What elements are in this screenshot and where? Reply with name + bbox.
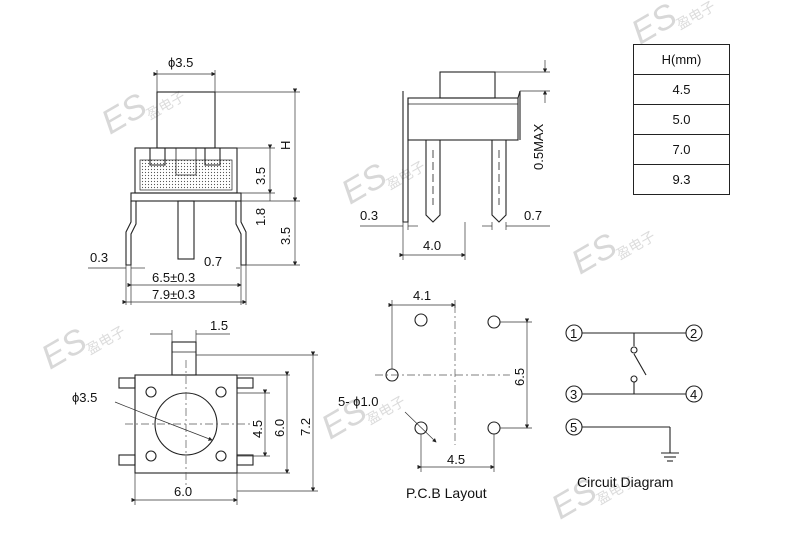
- pcb-top-dim-label: 4.1: [413, 288, 431, 303]
- front-cap: [439, 71, 496, 99]
- top-overall-label: 7.2: [298, 418, 313, 436]
- pin-4-label: 4: [690, 387, 697, 402]
- side-overall-label: 7.9±0.3: [152, 287, 195, 302]
- pcb-bottom-dim-label: 4.5: [447, 452, 465, 467]
- pin-1-circle: [565, 324, 583, 342]
- pcb-layout-title: P.C.B Layout: [406, 485, 487, 501]
- pcb-hole-label: 5- ϕ1.0: [338, 394, 379, 409]
- watermark-chars: 盈电子: [384, 158, 428, 193]
- top-stem-label: 1.5: [210, 318, 228, 333]
- watermark-chars: 盈电子: [674, 0, 718, 33]
- pin-5-circle: [565, 418, 583, 436]
- height-table-cell: 7.0: [633, 134, 730, 165]
- side-base-label: 1.8: [253, 208, 268, 226]
- side-lead-left-label: 0.3: [90, 250, 108, 265]
- top-cap-label: ϕ3.5: [72, 390, 97, 405]
- pin-2-label: 2: [690, 326, 697, 341]
- front-lead-width-label: 0.7: [524, 208, 542, 223]
- height-table-cell: 4.5: [633, 74, 730, 105]
- top-view: 1.5 ϕ3.5 4.5 6.0 7.2 6.0: [72, 318, 318, 505]
- side-cap-diameter-label: ϕ3.5: [168, 55, 193, 70]
- watermark-group: ES 盈电子 ES 盈电子 ES 盈电子 ES 盈电子 ES 盈电子 ES 盈电…: [35, 0, 718, 527]
- pin-1-label: 1: [570, 326, 577, 341]
- side-lead-label: 3.5: [278, 227, 293, 245]
- pin-2-circle: [685, 324, 703, 342]
- watermark-brand: ES: [95, 86, 154, 142]
- side-pitch-label: 6.5±0.3: [152, 270, 195, 285]
- top-inner-label: 4.5: [250, 420, 265, 438]
- watermark-brand: ES: [565, 226, 624, 282]
- height-table-cell: 9.3: [633, 164, 730, 195]
- side-stem: [177, 200, 195, 260]
- top-stem: [171, 341, 197, 376]
- pin-3-label: 3: [570, 387, 577, 402]
- pin-3-circle: [565, 385, 583, 403]
- side-lead-right-label: 0.7: [204, 254, 222, 269]
- watermark-chars: 盈电子: [84, 323, 128, 358]
- pcb-layout: 4.1 6.5 4.5 5- ϕ1.0 P.C.B Layout: [338, 288, 532, 501]
- pin-5-label: 5: [570, 420, 577, 435]
- front-max-label: 0.5MAX: [531, 123, 546, 170]
- side-base: [130, 192, 242, 202]
- front-spacing-label: 4.0: [423, 238, 441, 253]
- height-table: H(mm) 4.5 5.0 7.0 9.3: [633, 44, 730, 195]
- front-lead-thickness-label: 0.3: [360, 208, 378, 223]
- pcb-right-dim-label: 6.5: [512, 368, 527, 386]
- top-width-label: 6.0: [174, 484, 192, 499]
- side-view: ϕ3.5 H 3.5 1.8 3.5 0.3 0.7: [88, 55, 300, 305]
- watermark-chars: 盈电子: [144, 88, 188, 123]
- height-table-header: H(mm): [633, 44, 730, 75]
- front-view: 0.5MAX 0.3 0.7 4.0: [360, 60, 550, 260]
- circuit-diagram: 1 2 3 4 5 Circuit Diagram: [565, 324, 703, 490]
- circuit-diagram-title: Circuit Diagram: [577, 474, 673, 490]
- watermark-chars: 盈电子: [614, 228, 658, 263]
- top-body-label: 6.0: [272, 419, 287, 437]
- side-body-height-label: 3.5: [253, 167, 268, 185]
- watermark-brand: ES: [35, 321, 94, 377]
- side-h-label: H: [278, 141, 293, 150]
- watermark-brand: ES: [335, 156, 394, 212]
- height-table-cell: 5.0: [633, 104, 730, 135]
- pin-4-circle: [685, 385, 703, 403]
